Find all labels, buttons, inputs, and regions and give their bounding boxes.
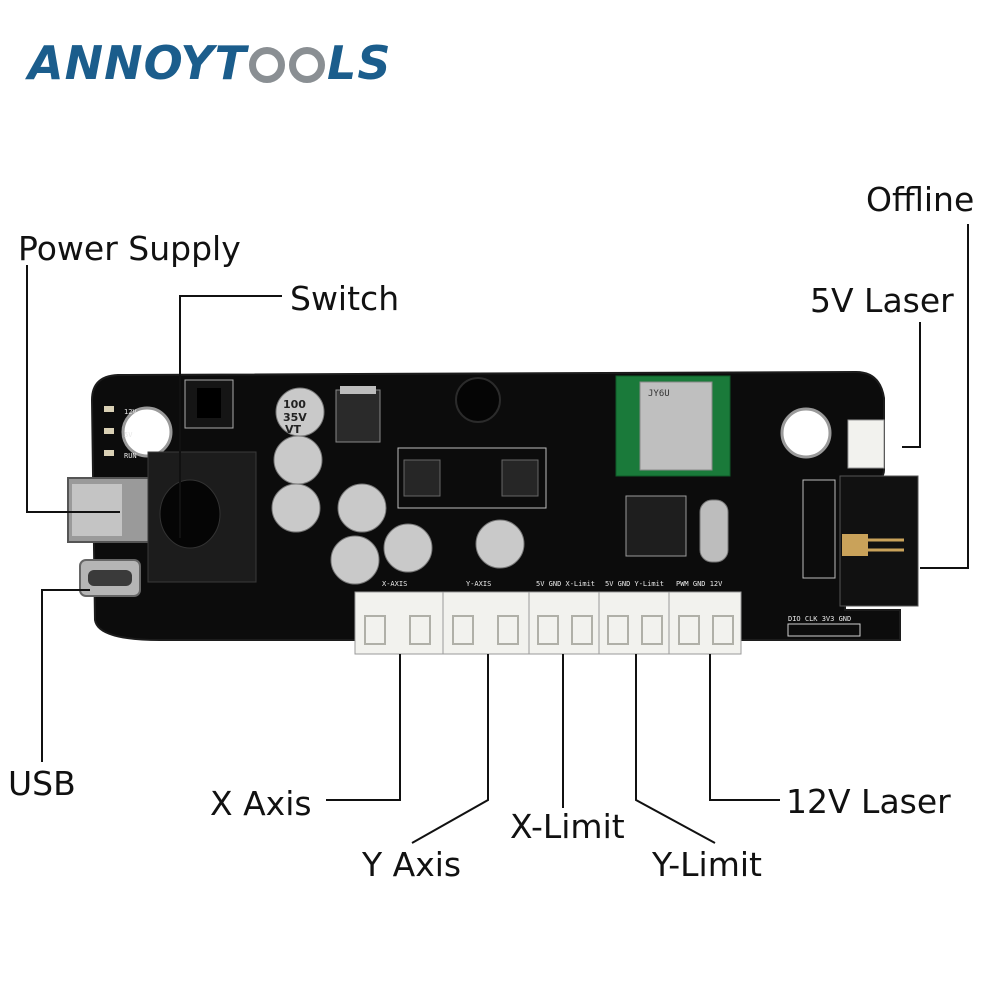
silk-x-limit: 5V GND X-Limit [536, 580, 595, 588]
silk-led-5v: 5V [124, 431, 133, 439]
silk-offline-port: DIO CLK 3V3 GND [788, 615, 851, 623]
gear-icon [289, 47, 326, 83]
callout-x-axis: X Axis [210, 784, 312, 823]
silk-x-axis: X-AXIS [382, 580, 407, 588]
callout-5v-laser: 5V Laser [810, 281, 954, 320]
leader-power-supply [26, 265, 120, 513]
led-5v [104, 428, 114, 434]
leader-x-axis [326, 654, 401, 801]
leader-y-axis [411, 654, 489, 844]
callout-y-axis: Y Axis [362, 845, 462, 884]
callout-switch: Switch [290, 279, 400, 318]
leader-offline [920, 224, 969, 569]
callout-x-limit: X-Limit [510, 807, 625, 846]
callout-y-limit: Y-Limit [652, 845, 762, 884]
mounting-hole-left [121, 406, 173, 458]
cap-label-value: 100 [283, 398, 306, 411]
callout-power-supply: Power Supply [18, 229, 241, 268]
leader-laser-5v [902, 322, 921, 448]
silk-y-axis: Y-AXIS [466, 580, 491, 588]
silk-led-12v: 12V [124, 408, 137, 416]
led-12v [104, 406, 114, 412]
cap-label-series: VT [285, 423, 302, 436]
pin-header [802, 479, 836, 579]
silk-led-run: RUN [124, 452, 137, 460]
laser-5v-connector [847, 419, 885, 469]
mcu-chip [625, 495, 687, 557]
stepper-driver-x [403, 459, 441, 497]
leader-usb [41, 589, 90, 762]
leader-lines [26, 224, 969, 844]
capacitors: 100 35V VT [271, 387, 525, 585]
stepper-driver-y [501, 459, 539, 497]
silk-y-limit: 5V GND Y-Limit [605, 580, 664, 588]
crystal [699, 499, 729, 563]
cap-label-voltage: 35V [283, 411, 307, 424]
callout-12v-laser: 12V Laser [786, 782, 951, 821]
logo-text-right: LS [327, 36, 392, 90]
voltage-regulator [335, 389, 381, 443]
gear-icon [249, 47, 286, 83]
leader-laser-12v [709, 654, 780, 801]
led-run [104, 450, 114, 456]
connector-slots [364, 615, 734, 645]
silk-laser-12v: PWM GND 12V [676, 580, 723, 588]
mounting-hole-right [780, 407, 832, 459]
silk-module: JY6U [648, 389, 670, 399]
leader-y-limit [635, 654, 716, 844]
brand-logo: ANNOYT LS [28, 36, 392, 90]
logo-text-left: ANNOYT [28, 36, 248, 90]
callout-usb: USB [8, 764, 76, 803]
callout-offline: Offline [866, 180, 975, 219]
buzzer [455, 377, 501, 423]
leader-switch [179, 295, 282, 538]
power-switch-knob [159, 479, 221, 549]
